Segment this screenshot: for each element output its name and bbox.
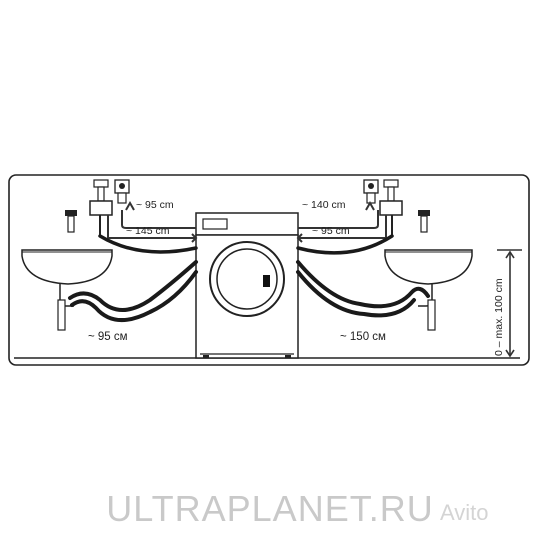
right-water-valve [363, 179, 403, 236]
label-top-left-1: ~ 95 cm [136, 199, 174, 211]
left-sink [21, 249, 113, 331]
height-dimension [497, 249, 522, 358]
left-dimension-arrows [107, 200, 198, 243]
watermark-text: ULTRAPLANET.RU [106, 488, 434, 529]
label-height: 0 – max. 100 cm [493, 278, 505, 356]
label-top-left-2: ~ 145 cm [126, 225, 170, 237]
door-handle [263, 275, 270, 287]
label-bottom-left: ~ 95 см [88, 331, 128, 343]
label-bottom-right: ~ 150 см [340, 331, 386, 343]
drain-hoses [68, 260, 430, 322]
avito-watermark: Avito [440, 500, 489, 525]
door-inner [216, 248, 278, 310]
right-wall-bolt [418, 210, 430, 233]
inlet-hoses [98, 234, 394, 255]
washing-machine [195, 212, 299, 359]
label-top-right-2: ~ 95 cm [312, 225, 350, 237]
left-wall-bolt [65, 210, 77, 233]
label-top-right-1: ~ 140 cm [302, 199, 346, 211]
right-sink [384, 249, 473, 331]
left-water-valve [89, 179, 130, 236]
